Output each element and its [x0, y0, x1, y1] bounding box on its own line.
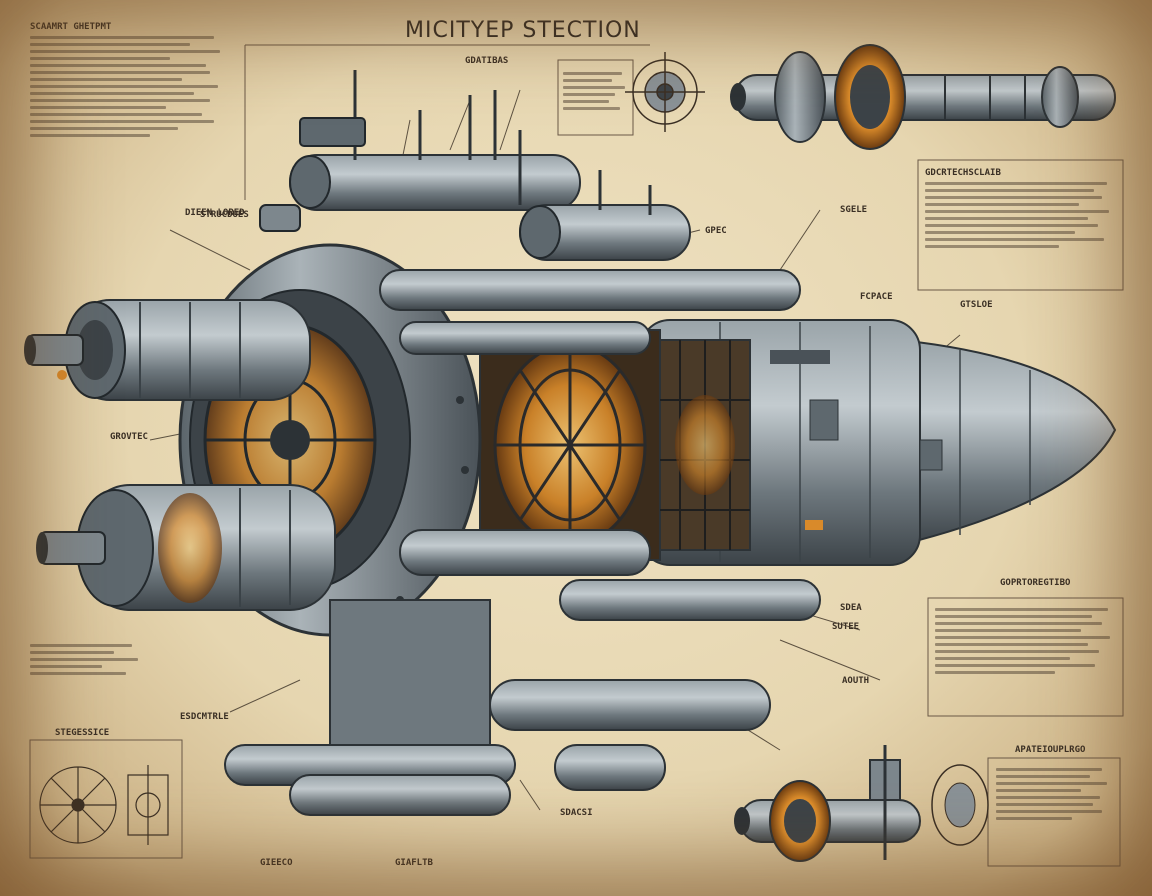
blueprint-title: MICITYEP STECTION: [405, 18, 641, 43]
callout-label-10: GTSLOE: [960, 300, 993, 310]
bottom-label-1: GIEECO: [260, 858, 293, 868]
callout-label-3: ESDCMTRLE: [180, 712, 229, 722]
bottom-right-panel: [996, 764, 1114, 824]
callout-label-11: FCPACE: [860, 292, 893, 302]
top-center-label: GDATIBAS: [465, 56, 509, 66]
callout-label-9: STRUCDUES: [200, 210, 249, 220]
callout-label-5: SDEA: [840, 603, 862, 613]
left-spec-panel: SCAAMRT GHETPMT: [30, 22, 230, 141]
bottom-right-header: APATEIOUPLRGO: [1015, 745, 1086, 755]
callout-label-8: SGELE: [840, 205, 868, 215]
wheel-diagram-icon: [39, 765, 169, 845]
right-spec-panel: GDCRTECHSCLAIB: [925, 168, 1117, 252]
callout-label-7: AOUTH: [842, 676, 870, 686]
station-mini-icon: [730, 44, 1116, 150]
top-center-notes: [563, 68, 628, 114]
right-lower-panel: [935, 604, 1117, 678]
left-panel-header: SCAAMRT GHETPMT: [30, 22, 112, 32]
right-lower-header: GOPRTOREGTIBO: [1000, 578, 1071, 588]
gyroscope-diagram-icon: [625, 52, 705, 132]
right-panel-header: GDCRTECHSCLAIB: [925, 168, 1001, 178]
callout-label-6: SUTEE: [832, 622, 860, 632]
left-lower-header: STEGESSICE: [55, 728, 110, 738]
callout-label-2: GROVTEC: [110, 432, 148, 442]
callout-label-1: DIEEN LORED: [185, 208, 245, 218]
bottom-label-2: GIAFLTB: [395, 858, 433, 868]
callout-label-4: GPEC: [705, 226, 727, 236]
left-mid-notes: [30, 640, 150, 679]
bottom-label-3: SDACSI: [560, 808, 593, 818]
engine-detail-icon: [734, 745, 989, 862]
